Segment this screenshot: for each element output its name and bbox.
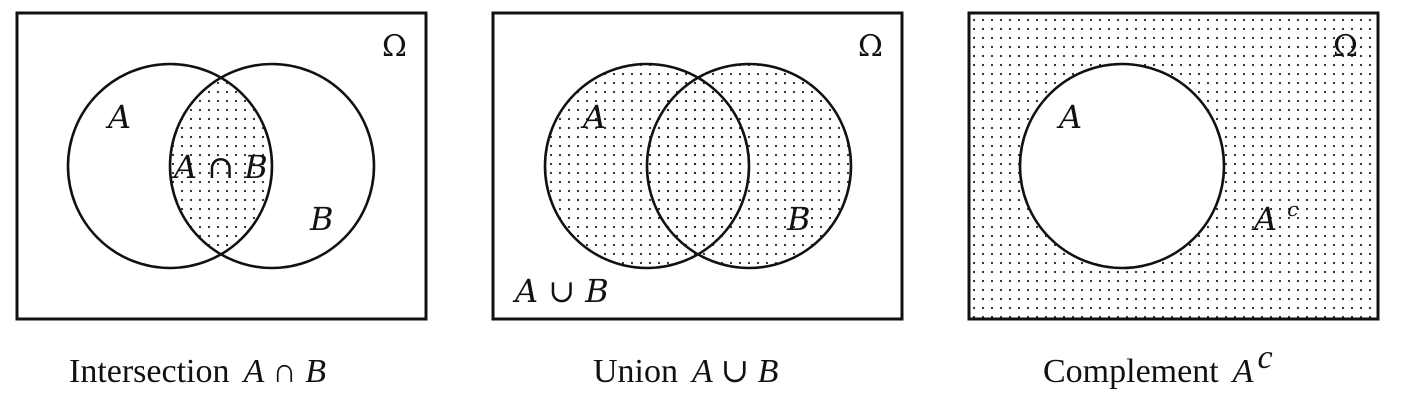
set-b-label: B	[309, 200, 334, 238]
set-b-label: B	[786, 200, 811, 238]
caption-word: Union	[593, 353, 678, 390]
set-b-circle	[168, 62, 376, 270]
complement-label: A c	[1251, 197, 1298, 238]
intersection-region-shading	[170, 64, 272, 268]
caption-math-base: A	[1231, 353, 1254, 390]
universe-label: Ω	[382, 29, 407, 64]
intersection-label: A ∩ B	[171, 148, 268, 186]
union-label: A ∪ B	[512, 272, 609, 310]
caption: Intersection A ∩ B	[69, 353, 326, 390]
set-a-circle	[66, 62, 274, 270]
set-a-label: A	[105, 98, 131, 136]
universe-frame	[967, 11, 1380, 321]
universe-frame	[15, 11, 428, 321]
complement-sup: c	[1287, 197, 1298, 221]
set-b-circle	[645, 62, 853, 270]
caption-math: A ∪ B	[690, 353, 779, 390]
caption: Complement A c	[1043, 339, 1273, 390]
caption-word: Complement	[1043, 353, 1219, 390]
set-a-label: A	[1056, 98, 1082, 136]
caption-math-sup: c	[1257, 339, 1272, 376]
set-a-blank-fill	[1020, 64, 1224, 268]
panel-intersection: Ω A A ∩ B B Intersection A ∩ B	[15, 11, 428, 390]
caption-word: Intersection	[69, 353, 230, 390]
panel-complement: Ω A A c Complement A c	[967, 11, 1380, 390]
set-a-label: A	[580, 98, 606, 136]
complement-base: A	[1251, 200, 1277, 238]
set-a-circle	[1018, 62, 1226, 270]
caption: Union A ∪ B	[593, 353, 779, 390]
universe-label: Ω	[858, 29, 883, 64]
caption-math: A ∩ B	[242, 353, 327, 390]
set-a-circle	[543, 62, 751, 270]
universe-label: Ω	[1333, 29, 1358, 64]
universe-frame	[491, 11, 904, 321]
panel-union: Ω A B A ∪ B Union A ∪ B	[491, 11, 904, 390]
